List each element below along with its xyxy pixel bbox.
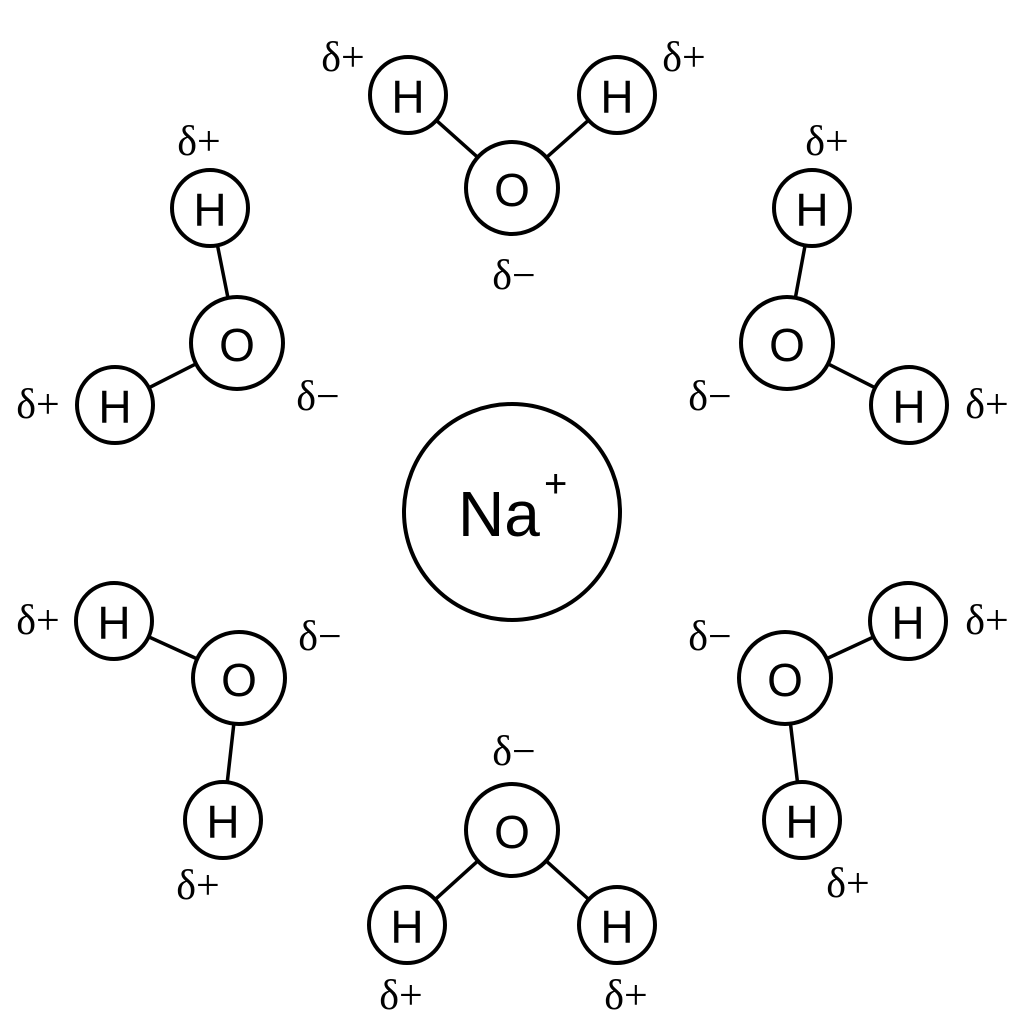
hydrogen-label: H: [98, 381, 131, 433]
water-molecule-lower-right: O H H δ+ δ+ δ−: [688, 581, 1009, 907]
oxygen-label: O: [494, 164, 530, 216]
hydrogen-atom: [577, 885, 657, 965]
hydrogen-label: H: [206, 796, 239, 848]
partial-negative-label: δ−: [296, 374, 339, 420]
partial-positive-label: δ+: [177, 119, 220, 165]
partial-positive-label: δ+: [16, 382, 59, 428]
hydrogen-atom: [170, 168, 250, 248]
hydrogen-label: H: [391, 71, 424, 123]
partial-positive-label: δ+: [379, 973, 422, 1019]
partial-positive-label: δ+: [321, 35, 364, 81]
oxygen-atom: [189, 295, 285, 391]
hydrogen-atom: [869, 365, 949, 445]
partial-negative-label: δ−: [688, 614, 731, 660]
oxygen-atom: [464, 140, 560, 236]
oxygen-atom: [191, 630, 287, 726]
partial-positive-label: δ+: [604, 973, 647, 1019]
oxygen-atom: [737, 630, 833, 726]
oxygen-atom: [739, 295, 835, 391]
hydrogen-label: H: [785, 796, 818, 848]
oxygen-label: O: [219, 319, 255, 371]
hydrogen-label: H: [600, 71, 633, 123]
hydrogen-atom: [577, 55, 657, 135]
hydrogen-atom: [868, 581, 948, 661]
sodium-ion-circle: [402, 402, 622, 622]
sodium-ion-symbol: Na: [458, 478, 540, 550]
partial-positive-label: δ+: [662, 35, 705, 81]
hydrogen-label: H: [892, 381, 925, 433]
hydrogen-label: H: [600, 901, 633, 953]
water-molecule-upper-left: O H H δ+ δ+ δ−: [16, 119, 340, 445]
partial-positive-label: δ+: [176, 863, 219, 909]
hydrogen-atom: [74, 581, 154, 661]
water-molecule-bottom: O H H δ+ δ+ δ−: [367, 729, 657, 1019]
sodium-ion: Na +: [402, 402, 622, 622]
hydrogen-label: H: [97, 597, 130, 649]
partial-positive-label: δ+: [965, 382, 1008, 428]
oxygen-label: O: [221, 654, 257, 706]
partial-positive-label: δ+: [826, 861, 869, 907]
partial-negative-label: δ−: [688, 374, 731, 420]
hydrogen-label: H: [390, 901, 423, 953]
hydrogen-atom: [368, 55, 448, 135]
partial-positive-label: δ+: [965, 598, 1008, 644]
hydrogen-atom: [367, 885, 447, 965]
oxygen-label: O: [769, 319, 805, 371]
hydrogen-label: H: [891, 597, 924, 649]
water-molecule-top: O H H δ+ δ+ δ−: [321, 35, 705, 299]
hydrogen-label: H: [193, 184, 226, 236]
partial-positive-label: δ+: [16, 598, 59, 644]
oxygen-label: O: [494, 806, 530, 858]
oxygen-label: O: [767, 654, 803, 706]
water-molecule-upper-right: O H H δ+ δ+ δ−: [688, 119, 1009, 445]
partial-negative-label: δ−: [298, 614, 341, 660]
partial-positive-label: δ+: [805, 119, 848, 165]
hydrogen-atom: [772, 168, 852, 248]
partial-negative-label: δ−: [492, 729, 535, 775]
water-molecule-lower-left: O H H δ+ δ+ δ−: [16, 581, 342, 909]
partial-negative-label: δ−: [492, 253, 535, 299]
hydrogen-atom: [75, 365, 155, 445]
sodium-ion-charge: +: [544, 462, 567, 506]
hydrogen-atom: [762, 780, 842, 860]
oxygen-atom: [464, 782, 560, 878]
hydrogen-atom: [183, 780, 263, 860]
hydrogen-label: H: [795, 184, 828, 236]
